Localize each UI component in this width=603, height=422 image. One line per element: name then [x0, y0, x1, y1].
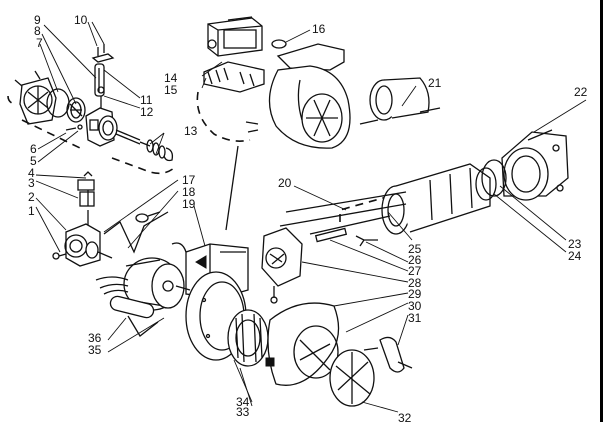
callout-26: 26 — [408, 253, 422, 267]
electrode-assembly — [279, 191, 407, 235]
callout-13: 13 — [184, 124, 198, 138]
pump-screws — [65, 124, 83, 131]
mounting-flange — [501, 129, 569, 201]
combustion-head — [359, 77, 441, 125]
callout-32: 32 — [398, 411, 412, 422]
assembly-path-pump — [7, 95, 175, 175]
callout-9: 9 — [34, 13, 41, 27]
nozzle-holder — [314, 227, 378, 247]
callout-11: 11 — [140, 93, 153, 107]
electrode-support — [261, 227, 303, 304]
callout-3: 3 — [28, 176, 35, 190]
callout-15: 15 — [164, 83, 178, 97]
pump-solenoid — [91, 44, 115, 108]
control-box — [207, 16, 263, 57]
callout-27: 27 — [408, 264, 422, 278]
callout-10: 10 — [74, 13, 88, 27]
callout-28: 28 — [408, 276, 422, 290]
callout-34: 34 — [236, 395, 250, 409]
motor — [123, 257, 191, 311]
fan-wheel — [227, 309, 269, 367]
callout-36: 36 — [88, 331, 102, 345]
oil-line — [103, 211, 169, 254]
callout-16: 16 — [312, 22, 326, 36]
oil-pump — [85, 107, 141, 147]
assembly-path-control — [196, 91, 251, 142]
callout-4: 4 — [28, 166, 35, 180]
callout-8: 8 — [34, 24, 41, 38]
callout-6: 6 — [30, 142, 37, 156]
air-damper — [363, 336, 413, 373]
callout-1: 1 — [28, 204, 35, 218]
image-border — [600, 0, 603, 422]
control-box-base — [203, 61, 265, 93]
callout-20: 20 — [278, 176, 292, 190]
callout-25: 25 — [408, 242, 422, 256]
fan-cover — [265, 302, 340, 386]
callout-14: 14 — [164, 71, 178, 85]
callout-30: 30 — [408, 299, 422, 313]
callout-12: 12 — [140, 105, 154, 119]
photocell — [271, 39, 287, 49]
valve-block — [77, 171, 95, 228]
callout-29: 29 — [408, 287, 422, 301]
blast-tube — [381, 163, 491, 235]
leader-lines — [35, 21, 587, 413]
motor-wires — [95, 276, 129, 295]
callout-33: 33 — [236, 405, 250, 419]
pump-coupling — [139, 139, 174, 162]
callout-17: 17 — [182, 173, 196, 187]
callout-19: 19 — [182, 197, 196, 211]
callout-7: 7 — [36, 36, 43, 50]
callout-labels: 1 2 3 4 5 6 7 8 9 10 11 12 13 14 15 16 1… — [28, 13, 588, 422]
pump-assembly — [52, 223, 113, 267]
ignition-rod — [225, 145, 239, 231]
burner-housing — [245, 43, 351, 149]
callout-24: 24 — [568, 249, 582, 263]
callout-22: 22 — [574, 85, 588, 99]
flange-gasket — [475, 159, 507, 201]
callout-31: 31 — [408, 311, 422, 325]
callout-21: 21 — [428, 76, 442, 90]
callout-23: 23 — [568, 237, 582, 251]
callout-5: 5 — [30, 154, 37, 168]
capacitor — [109, 295, 159, 337]
callout-2: 2 — [28, 190, 35, 204]
callout-35: 35 — [88, 343, 102, 357]
pump-filter — [66, 97, 86, 123]
pump-cover — [14, 70, 57, 125]
air-intake-grille — [329, 349, 375, 407]
callout-18: 18 — [182, 185, 196, 199]
